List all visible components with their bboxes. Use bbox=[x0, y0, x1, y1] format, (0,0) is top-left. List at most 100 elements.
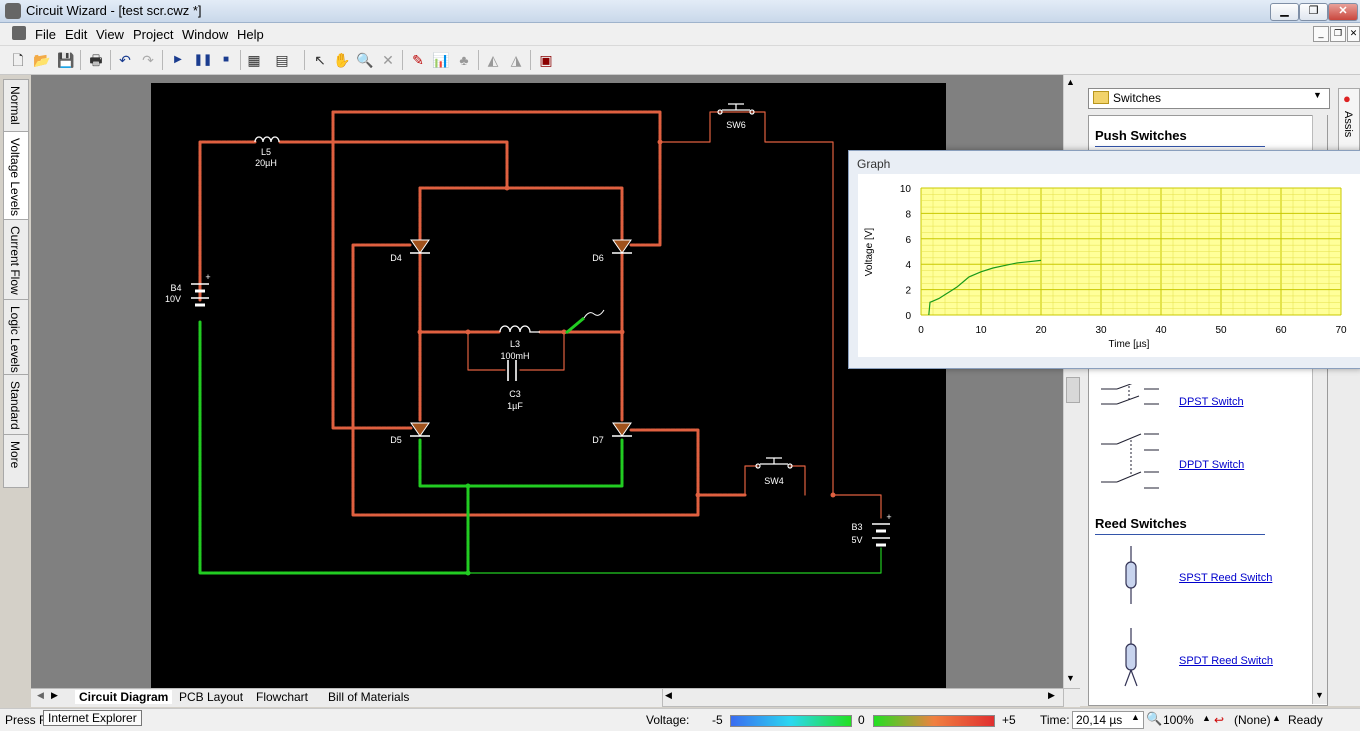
menu-file[interactable]: File bbox=[35, 27, 56, 42]
zoom-icon: 🔍 bbox=[1146, 711, 1163, 726]
restore-button[interactable]: ❐ bbox=[1299, 3, 1328, 21]
label-c3: C3 bbox=[509, 389, 521, 399]
graph-icon[interactable]: 📊 bbox=[432, 52, 450, 68]
doc-restore-button[interactable]: ❐ bbox=[1330, 26, 1346, 42]
tab-scroll-right-icon[interactable]: ▶ bbox=[51, 690, 58, 700]
play-icon[interactable]: ▶ bbox=[174, 54, 182, 65]
switch-sw6 bbox=[722, 103, 750, 111]
folder-icon bbox=[1093, 91, 1109, 104]
component-icon[interactable]: ▣ bbox=[539, 52, 553, 68]
open-icon[interactable]: 📂 bbox=[33, 52, 51, 68]
delete-icon[interactable]: ✕ bbox=[382, 52, 394, 68]
spin-icon[interactable]: ▲ bbox=[1131, 712, 1140, 722]
redo-icon[interactable]: ↷ bbox=[142, 52, 154, 68]
time-field[interactable]: 20,14 µs ▲ bbox=[1072, 711, 1144, 729]
voltage-mid: 0 bbox=[858, 713, 865, 727]
pointer-icon[interactable]: ↖ bbox=[314, 52, 326, 68]
probe-dropdown-icon[interactable]: ▲ bbox=[1272, 713, 1281, 723]
tab-standard[interactable]: Standard bbox=[3, 374, 29, 436]
capacitor-c3 bbox=[507, 360, 517, 381]
menu-edit[interactable]: Edit bbox=[65, 27, 88, 42]
x-axis-label: Time [µs] bbox=[1109, 339, 1150, 350]
scroll-left-icon[interactable]: ◀ bbox=[665, 690, 672, 700]
label-b3: B3 bbox=[851, 522, 862, 532]
circuit-diagram[interactable]: L5 20µH SW6 SW4 B4 10V B3 5V D4 D6 D5 D7… bbox=[151, 83, 946, 688]
menu-project[interactable]: Project bbox=[133, 27, 174, 42]
stop-icon[interactable]: ■ bbox=[222, 54, 230, 65]
y-tick-label: 2 bbox=[905, 286, 911, 297]
tab-current-flow[interactable]: Current Flow bbox=[3, 219, 29, 301]
probe-status-icon: ↩ bbox=[1214, 713, 1225, 727]
inductor-l3 bbox=[499, 325, 540, 333]
hand-icon[interactable]: ✋ bbox=[333, 52, 351, 68]
label-d4: D4 bbox=[390, 253, 402, 263]
chevron-down-icon[interactable]: ▼ bbox=[1313, 90, 1322, 100]
close-button[interactable]: ✕ bbox=[1328, 3, 1358, 21]
tab-bill-of-materials[interactable]: Bill of Materials bbox=[328, 690, 410, 704]
label-sw4: SW4 bbox=[764, 476, 784, 486]
gallery-item-dpdt-switch[interactable]: DPDT Switch bbox=[1179, 459, 1245, 471]
tab-voltage-levels[interactable]: Voltage Levels bbox=[3, 131, 29, 221]
gallery-item-spdt-reed-switch[interactable]: SPDT Reed Switch bbox=[1179, 655, 1273, 667]
voltage-scale-negative bbox=[730, 715, 852, 727]
minimize-button[interactable]: ▁ bbox=[1270, 3, 1299, 21]
document-icon[interactable] bbox=[12, 26, 26, 40]
menu-help[interactable]: Help bbox=[237, 27, 264, 42]
zoom-value[interactable]: 100% bbox=[1163, 713, 1194, 727]
y-tick-label: 10 bbox=[900, 184, 912, 195]
tab-normal[interactable]: Normal bbox=[3, 79, 29, 133]
tab-logic-levels[interactable]: Logic Levels bbox=[3, 299, 29, 376]
scroll-thumb[interactable] bbox=[1066, 377, 1080, 403]
tab-pcb-layout[interactable]: PCB Layout bbox=[179, 690, 244, 704]
display-icon[interactable]: ▤ bbox=[275, 52, 289, 68]
save-icon[interactable]: 💾 bbox=[57, 52, 75, 68]
new-icon[interactable]: 🗋 bbox=[12, 52, 24, 68]
gallery-item-dpst-switch[interactable]: DPST Switch bbox=[1179, 396, 1244, 408]
tab-circuit-diagram[interactable]: Circuit Diagram bbox=[75, 690, 173, 704]
voltage-min: -5 bbox=[712, 713, 723, 727]
category-select[interactable]: Switches ▼ bbox=[1088, 88, 1330, 109]
status-bar: Press F Voltage: -5 0 +5 Time: 20,14 µs … bbox=[0, 708, 1360, 731]
x-tick-label: 20 bbox=[1035, 325, 1047, 336]
tab-flowchart[interactable]: Flowchart bbox=[256, 690, 309, 704]
label-c3-value: 1µF bbox=[507, 401, 523, 411]
tab-scroll-left-icon[interactable]: ◀ bbox=[37, 690, 44, 700]
pause-icon[interactable]: ❚❚ bbox=[193, 54, 213, 66]
zoom-icon[interactable]: 🔍 bbox=[356, 52, 374, 68]
series-line bbox=[928, 259, 1042, 316]
section-push-switches: Push Switches bbox=[1095, 128, 1187, 143]
title-bar: Circuit Wizard - [test scr.cwz *] ▁ ❐ ✕ bbox=[0, 0, 1360, 23]
zoom-spin-icon[interactable]: ▲ bbox=[1202, 713, 1211, 723]
label-d7: D7 bbox=[592, 435, 604, 445]
battery-b4 bbox=[191, 283, 209, 307]
diode-d7 bbox=[612, 422, 632, 437]
tree-icon[interactable]: ♣ bbox=[459, 52, 469, 68]
reed-switch-symbols bbox=[1124, 546, 1138, 687]
scroll-up-icon[interactable]: ▲ bbox=[1066, 77, 1075, 87]
tab-more[interactable]: More bbox=[3, 434, 29, 488]
probe-value[interactable]: (None) bbox=[1234, 713, 1271, 727]
scroll-right-icon[interactable]: ▶ bbox=[1048, 690, 1055, 700]
label-b3-value: 5V bbox=[851, 535, 862, 545]
x-tick-label: 70 bbox=[1335, 325, 1347, 336]
canvas-horizontal-scrollbar[interactable]: ◀ ▶ bbox=[662, 688, 1064, 707]
rotate-icon[interactable]: ◮ bbox=[510, 52, 522, 68]
print-icon[interactable]: 🖶 bbox=[89, 52, 103, 68]
x-tick-label: 30 bbox=[1095, 325, 1107, 336]
section-reed-switches: Reed Switches bbox=[1095, 516, 1187, 531]
gallery-scroll-down-icon[interactable]: ▼ bbox=[1315, 690, 1324, 700]
app-icon[interactable] bbox=[5, 3, 21, 19]
chip-icon[interactable]: ▦ bbox=[247, 52, 261, 68]
flip-icon[interactable]: ◭ bbox=[487, 52, 499, 68]
label-l3-value: 100mH bbox=[500, 351, 529, 361]
gallery-item-spst-reed-switch[interactable]: SPST Reed Switch bbox=[1179, 572, 1273, 584]
status-help-text: Press F bbox=[5, 713, 47, 727]
doc-minimize-button[interactable]: _ bbox=[1313, 26, 1329, 42]
doc-close-button[interactable]: ✕ bbox=[1347, 26, 1360, 42]
probe-icon[interactable]: ✎ bbox=[412, 52, 424, 68]
menu-window[interactable]: Window bbox=[182, 27, 229, 42]
time-label: Time: bbox=[1040, 713, 1070, 727]
undo-icon[interactable]: ↶ bbox=[119, 52, 131, 68]
scroll-down-icon[interactable]: ▼ bbox=[1066, 673, 1075, 683]
menu-view[interactable]: View bbox=[96, 27, 124, 42]
